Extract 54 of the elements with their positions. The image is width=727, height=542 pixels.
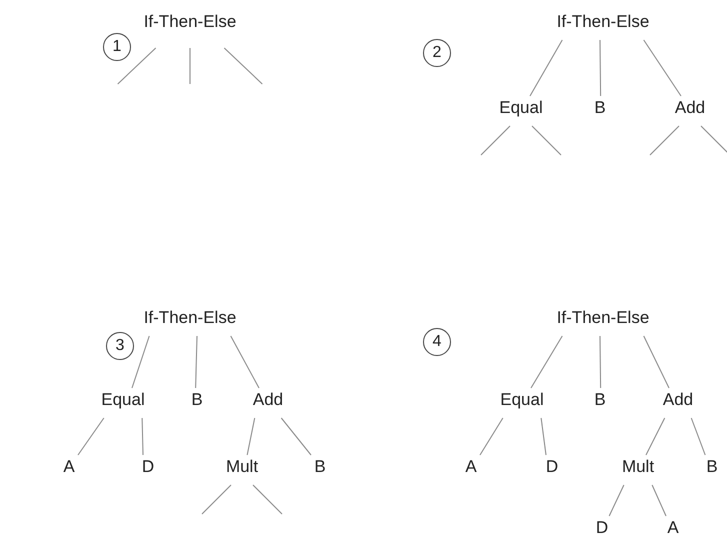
tree-node-label: D [546, 457, 558, 477]
tree-node-label: A [667, 518, 679, 538]
tree-branch-line [600, 40, 602, 96]
tree-node-label: Mult [226, 457, 258, 477]
tree-node-label: Mult [622, 457, 654, 477]
tree-node-label: Add [662, 390, 694, 410]
tree-branch-line [195, 336, 198, 388]
tree-node-label: Add [252, 390, 284, 410]
tree-node-label: A [63, 457, 75, 477]
tree-branch-line [480, 126, 510, 156]
tree-branch-line [142, 418, 144, 456]
tree-node-label: If-Then-Else [556, 308, 650, 328]
tree-node-label: B [594, 98, 606, 118]
tree-node-label: B [191, 390, 203, 410]
tree-branch-line [530, 40, 563, 96]
tree-branch-line [202, 484, 232, 514]
tree-branch-line [280, 418, 312, 456]
tree-node-label: Add [674, 98, 706, 118]
tree-branch-line [700, 126, 727, 156]
tree-branch-line [132, 336, 150, 388]
tree-branch-line [224, 48, 263, 84]
tree-branch-line [117, 48, 156, 84]
tree-branch-line [652, 484, 666, 516]
tree-branch-line [252, 484, 282, 514]
tree-branch-line [643, 336, 670, 388]
tree-node-label: D [142, 457, 154, 477]
tree-branch-line [540, 418, 546, 456]
step-number-circle: 2 [423, 39, 451, 67]
tree-branch-line [646, 418, 666, 456]
tree-branch-line [690, 418, 706, 456]
tree-node-label: If-Then-Else [144, 12, 236, 32]
tree-branch-line [608, 484, 624, 516]
tree-branch-line [530, 336, 563, 388]
tree-node-label: B [706, 457, 718, 477]
tree-node-label: D [596, 518, 608, 538]
step-number-circle: 3 [106, 332, 134, 360]
tree-node-label: If-Then-Else [144, 308, 236, 328]
tree-node-label: B [594, 390, 606, 410]
tree-node-label: Equal [500, 390, 544, 410]
step-number-circle: 4 [423, 328, 451, 356]
tree-node-label: A [465, 457, 477, 477]
tree-branch-line [532, 126, 562, 156]
step-number-circle: 1 [103, 33, 131, 61]
tree-branch-line [600, 336, 602, 388]
tree-branch-line [650, 126, 680, 156]
tree-branch-line [480, 418, 504, 456]
tree-node-label: Equal [499, 98, 543, 118]
tree-branch-line [78, 418, 104, 456]
tree-node-label: B [314, 457, 326, 477]
tree-branch-line [246, 418, 256, 456]
tree-branch-line [643, 40, 682, 96]
tree-node-label: If-Then-Else [556, 12, 650, 32]
tree-node-label: Equal [101, 390, 145, 410]
tree-branch-line [230, 336, 260, 388]
